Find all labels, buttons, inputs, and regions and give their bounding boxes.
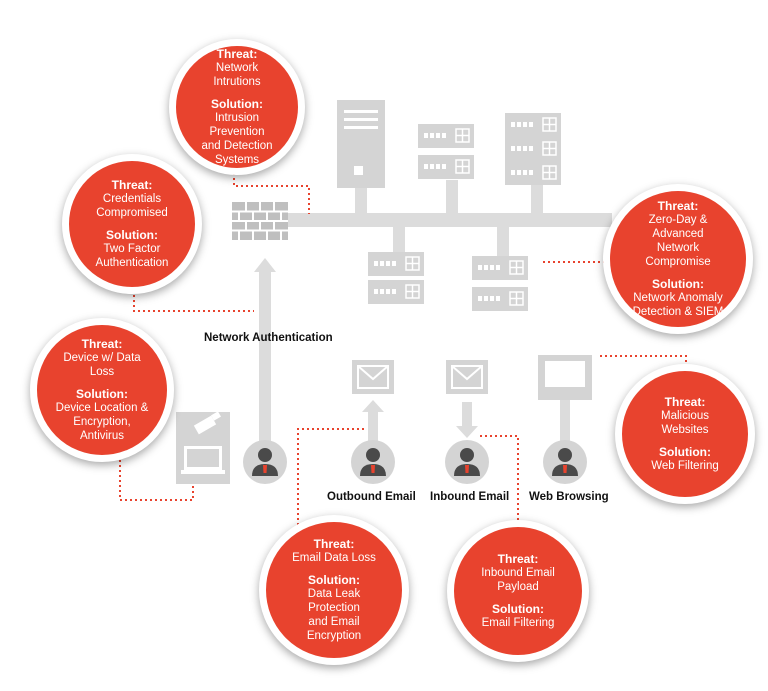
web-link: [560, 400, 570, 445]
threat-text: Network Intrutions: [213, 62, 261, 88]
connector-dataloss: [297, 428, 364, 535]
threat-heading: Threat:: [216, 47, 258, 61]
outbound-envelope-icon: [352, 360, 394, 394]
usb-drive-icon: [193, 411, 221, 435]
solution-text: Network Anomaly Detection & SIEM: [632, 292, 724, 318]
rack-unit-icon: [418, 155, 474, 179]
rack-unit-icon: [418, 124, 474, 148]
solution-text: Data Leak Protection and Email Encryptio…: [306, 588, 362, 642]
web-browsing-label: Web Browsing: [529, 491, 609, 503]
rack-unit-icon: [472, 287, 528, 311]
threat-bubble-credentials: Threat: Credentials Compromised Solution…: [62, 154, 202, 294]
rack-unit-icon: [505, 113, 561, 137]
rack-unit-icon: [368, 252, 424, 276]
threat-text: Malicious Websites: [661, 410, 709, 436]
solution-heading: Solution:: [652, 277, 704, 291]
threat-heading: Threat:: [81, 337, 123, 351]
user-icon: [351, 440, 395, 484]
threat-text: Inbound Email Payload: [481, 567, 555, 593]
solution-text: Web Filtering: [651, 460, 719, 472]
rack-unit-icon: [505, 161, 561, 185]
solution-text: Email Filtering: [481, 617, 555, 629]
threat-text: Email Data Loss: [292, 552, 376, 564]
solution-heading: Solution:: [659, 445, 711, 459]
rack-unit-icon: [505, 137, 561, 161]
connector-payload: [478, 435, 519, 540]
server-tower-icon: [337, 100, 385, 188]
network-auth-label: Network Authentication: [204, 332, 333, 344]
user-icon: [243, 440, 287, 484]
network-auth-arrow: [254, 258, 276, 450]
solution-heading: Solution:: [106, 228, 158, 242]
firewall-icon: [232, 202, 288, 240]
threat-heading: Threat:: [111, 178, 153, 192]
connector-intrusions: [233, 158, 310, 214]
threat-bubble-device: Threat: Device w/ Data Loss Solution: De…: [30, 318, 174, 462]
solution-heading: Solution:: [76, 387, 128, 401]
connector-device: [119, 460, 194, 501]
threat-heading: Threat:: [664, 395, 706, 409]
rack-units: [368, 113, 561, 311]
threat-heading: Threat:: [313, 537, 355, 551]
solution-heading: Solution:: [211, 97, 263, 111]
connector-credentials: [133, 290, 254, 312]
threat-bubble-zeroday: Threat: Zero-Day & Advanced Network Comp…: [603, 184, 753, 334]
solution-text: Two Factor Authentication: [95, 243, 169, 269]
outbound-email-label: Outbound Email: [327, 491, 416, 503]
threat-heading: Threat:: [657, 199, 699, 213]
inbound-arrow: [456, 402, 478, 438]
threat-bubble-intrusions: Threat: Network Intrutions Solution: Int…: [169, 39, 305, 175]
link-rack-3: [531, 178, 543, 215]
solution-heading: Solution:: [308, 573, 360, 587]
threat-heading: Threat:: [497, 552, 539, 566]
solution-text: Device Location & Encryption, Antivirus: [55, 402, 149, 442]
inbound-email-label: Inbound Email: [430, 491, 510, 503]
threat-text: Credentials Compromised: [96, 193, 168, 219]
outbound-arrow: [362, 400, 384, 445]
user-icon: [445, 440, 489, 484]
rack-unit-icon: [472, 256, 528, 280]
solution-text: Intrusion Prevention and Detection Syste…: [201, 112, 273, 166]
inbound-envelope-icon: [446, 360, 488, 394]
user-icon: [543, 440, 587, 484]
link-rack-5: [497, 225, 509, 257]
threat-bubble-websites: Threat: Malicious Websites Solution: Web…: [615, 364, 755, 504]
rack-unit-icon: [368, 280, 424, 304]
threat-text: Zero-Day & Advanced Network Compromise: [645, 214, 711, 268]
solution-heading: Solution:: [492, 602, 544, 616]
network-backbone: [285, 213, 612, 227]
monitor-icon: [538, 355, 592, 400]
threat-bubble-payload: Threat: Inbound Email Payload Solution: …: [447, 520, 589, 662]
threat-text: Device w/ Data Loss: [63, 352, 141, 378]
link-rack-2: [446, 180, 458, 215]
threat-bubble-dataloss: Threat: Email Data Loss Solution: Data L…: [259, 515, 409, 665]
link-rack-4: [393, 225, 405, 257]
